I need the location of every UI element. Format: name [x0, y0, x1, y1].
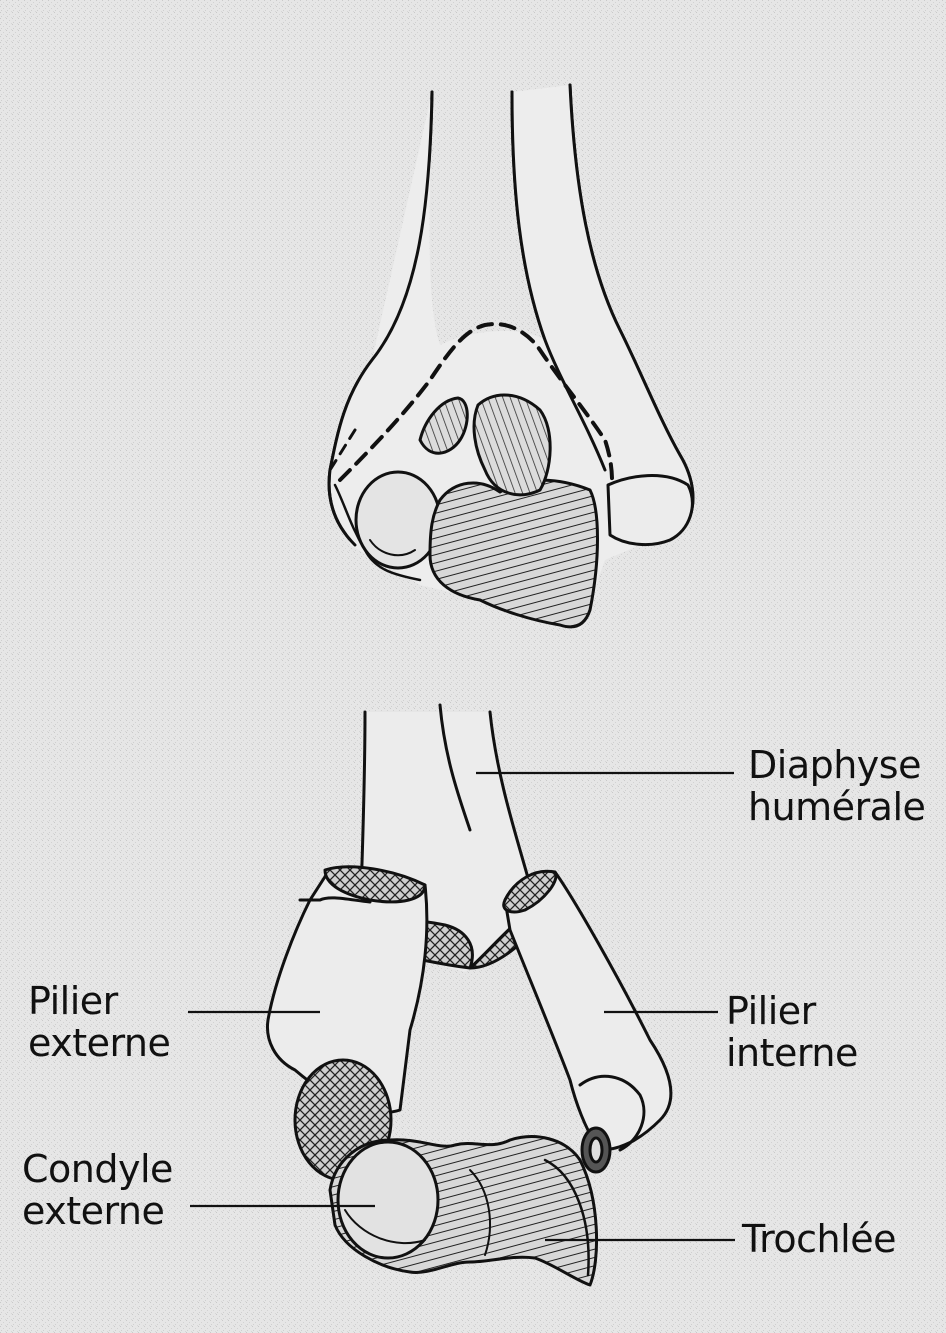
label-condyle-externe: Condyle externe [22, 1148, 173, 1232]
label-diaphyse-humerale: Diaphyse humérale [748, 744, 925, 828]
label-line: externe [22, 1190, 173, 1232]
label-line: Condyle [22, 1148, 173, 1190]
label-line: Trochlée [742, 1218, 896, 1260]
label-line: externe [28, 1022, 170, 1064]
label-line: interne [726, 1032, 858, 1074]
label-pilier-externe: Pilier externe [28, 980, 170, 1064]
label-line: humérale [748, 786, 925, 828]
label-line: Pilier [28, 980, 170, 1022]
label-line: Pilier [726, 990, 858, 1032]
label-pilier-interne: Pilier interne [726, 990, 858, 1074]
label-trochlee: Trochlée [742, 1218, 896, 1260]
label-line: Diaphyse [748, 744, 925, 786]
